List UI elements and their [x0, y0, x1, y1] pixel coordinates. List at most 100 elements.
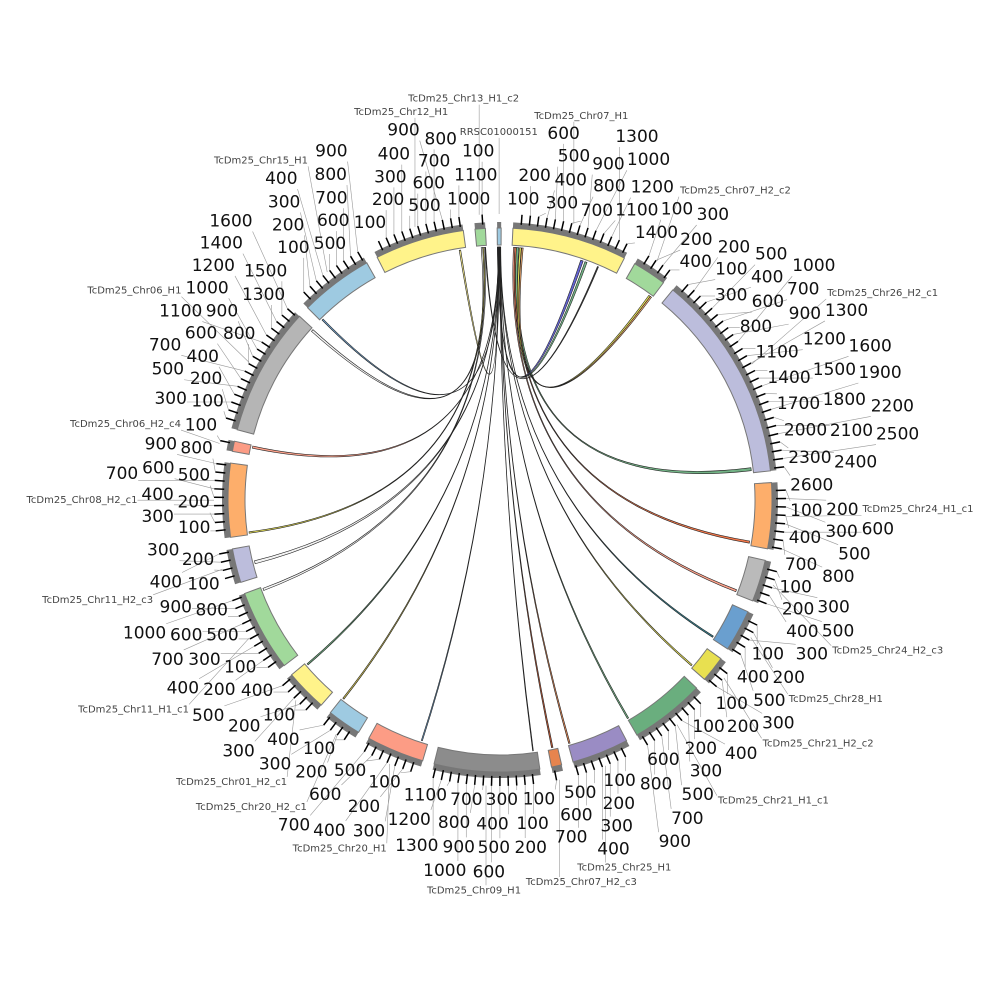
leader-line	[779, 441, 789, 449]
segment-label: TcDm25_Chr13_H1_c2	[407, 94, 519, 105]
leader-line	[212, 458, 216, 473]
tick-label: 700	[787, 280, 819, 300]
tick-label: 300	[259, 754, 291, 774]
tick-mark	[323, 716, 331, 726]
segment-band	[727, 611, 754, 653]
leader-line	[306, 734, 337, 803]
tick-mark	[747, 620, 758, 626]
tick-label: 900	[315, 142, 347, 162]
tick-mark	[256, 348, 266, 355]
tick-mark	[245, 626, 256, 633]
leader-line	[681, 720, 726, 745]
tick-label: 100	[354, 213, 386, 233]
tick-label: 400	[725, 744, 757, 764]
leader-line	[655, 249, 681, 261]
leader-line	[769, 595, 787, 623]
tick-mark	[432, 768, 437, 779]
segment-arc	[625, 263, 665, 297]
tick-label: 1300	[242, 285, 285, 305]
link-ribbon	[248, 247, 486, 534]
segment-label: TcDm25_Chr12_H1	[353, 107, 448, 118]
leader-line	[706, 286, 752, 303]
tick-label: 200	[203, 680, 235, 700]
segment	[214, 462, 248, 539]
tick-label: 800	[740, 317, 772, 337]
tick-label: 100	[462, 142, 494, 162]
tick-mark	[704, 307, 713, 316]
tick-label: 1400	[767, 368, 810, 388]
tick-label: 1500	[813, 360, 856, 380]
tick-mark	[641, 736, 649, 746]
leader-line	[785, 515, 790, 528]
tick-label: 1000	[423, 861, 466, 881]
segment	[474, 214, 487, 247]
tick-mark	[771, 546, 782, 550]
tick-mark	[409, 761, 415, 772]
segment-arc	[547, 747, 563, 768]
leader-line	[223, 411, 227, 419]
tick-mark	[214, 520, 225, 524]
leader-line	[366, 758, 380, 762]
tick-label: 800	[425, 129, 457, 149]
tick-mark	[309, 285, 318, 295]
tick-mark	[401, 759, 407, 770]
tick-mark	[568, 222, 573, 234]
segment-label: TcDm25_Chr09_H1	[426, 885, 521, 896]
tick-mark	[465, 773, 469, 785]
tick-label: 600	[647, 750, 679, 770]
leader-line	[603, 220, 616, 234]
link-ribbon	[484, 247, 599, 379]
tick-label: 300	[601, 817, 633, 837]
leader-line	[785, 498, 827, 501]
leader-line	[188, 637, 250, 705]
tick-label: 200	[518, 166, 550, 186]
tick-label: 700	[450, 790, 482, 810]
tick-mark	[614, 239, 621, 250]
tick-mark	[620, 747, 627, 758]
tick-mark	[473, 774, 477, 785]
segment	[225, 308, 313, 435]
tick-label: 400	[476, 814, 508, 834]
tick-label: 500	[206, 626, 238, 646]
tick-label: 1600	[849, 336, 892, 356]
segment-band	[752, 560, 772, 604]
leader-line	[166, 600, 233, 625]
leader-line	[546, 190, 555, 218]
segment-arc	[661, 289, 771, 474]
leader-line	[579, 196, 594, 226]
tick-label: 500	[558, 147, 590, 167]
tick-label: 1300	[395, 836, 438, 856]
tick-mark	[621, 243, 628, 254]
segment	[712, 604, 758, 656]
tick-label: 1000	[447, 189, 490, 209]
tick-mark	[741, 362, 752, 369]
tick-mark	[258, 647, 268, 655]
tick-label: 700	[106, 464, 138, 484]
tick-mark	[409, 228, 414, 239]
tick-mark	[729, 340, 739, 348]
segment-label: TcDm25_Chr20_H2_c1	[195, 802, 307, 813]
tick-mark	[770, 441, 781, 445]
tick-mark	[215, 471, 226, 474]
tick-mark	[766, 424, 777, 429]
leader-line	[782, 540, 786, 555]
leader-line	[183, 623, 243, 651]
tick-label: 100	[516, 814, 548, 834]
tick-label: 1000	[627, 150, 670, 170]
tick-mark	[656, 264, 664, 274]
link-ribbon	[518, 247, 652, 388]
tick-label: 100	[368, 773, 400, 793]
tick-label: 500	[192, 706, 224, 726]
tick-label: 1100	[159, 302, 202, 322]
link-ribbon	[500, 246, 693, 667]
segment-arc	[736, 555, 766, 602]
tick-mark	[220, 559, 231, 563]
tick-mark	[724, 333, 734, 341]
tick-label: 100	[507, 190, 539, 210]
leader-line	[291, 729, 331, 755]
tick-mark	[648, 731, 656, 741]
leader-line	[260, 703, 300, 718]
segment-label: TcDm25_Chr21_H2_c2	[762, 738, 874, 749]
tick-mark	[262, 654, 272, 662]
tick-mark	[220, 439, 231, 444]
